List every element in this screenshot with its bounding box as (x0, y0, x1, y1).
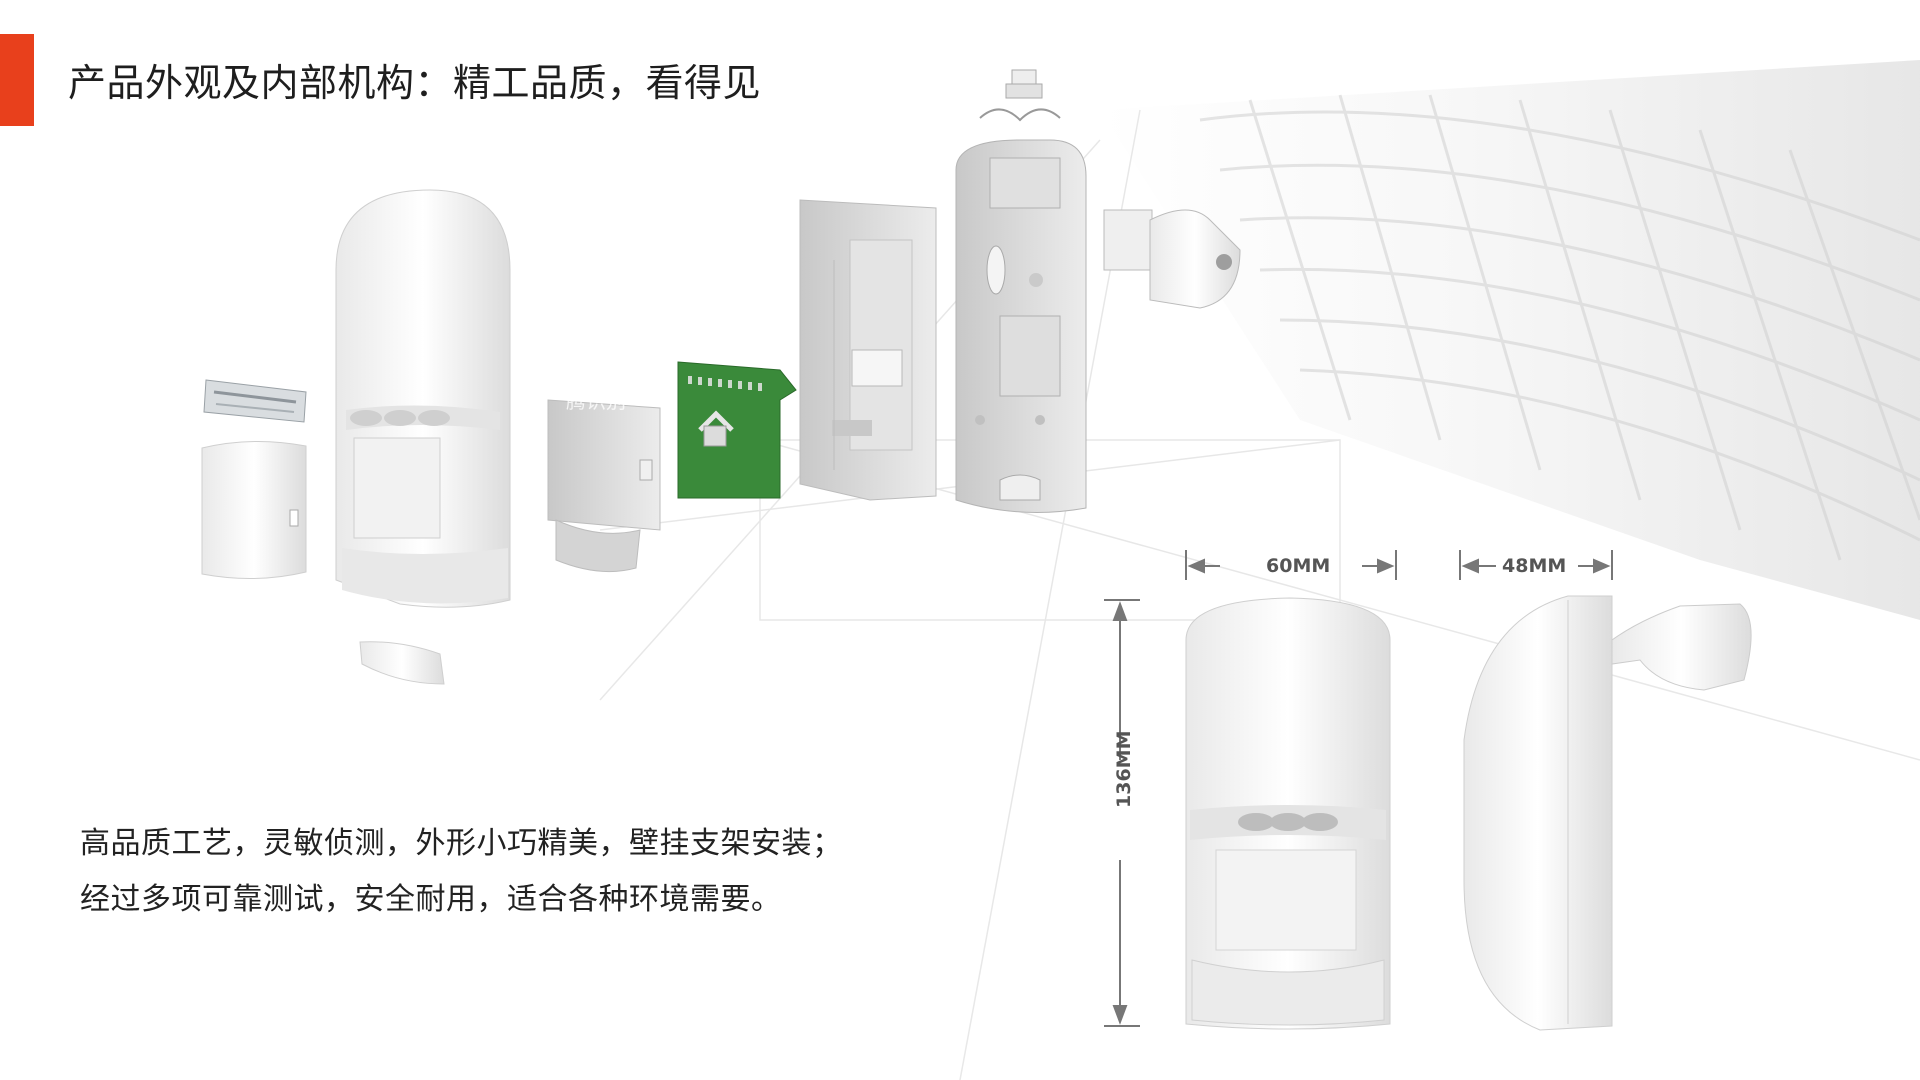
metal-spring-clip (203, 379, 307, 423)
back-cover (955, 139, 1087, 513)
tamper-switch (979, 69, 1061, 122)
assembled-side-view (1463, 595, 1752, 1031)
wall-bracket (1103, 209, 1241, 309)
bottom-snap-cap (359, 641, 445, 685)
width-front-label: 60MM (1266, 555, 1331, 577)
middle-frame (799, 199, 937, 501)
circuit-board (677, 361, 797, 499)
title-accent-bar (0, 34, 34, 126)
page-title: 产品外观及内部机构：精工品质，看得见 (68, 61, 762, 105)
description-line-1: 高品质工艺，灵敏侦测，外形小巧精美，壁挂支架安装； (80, 826, 843, 861)
width-side-label: 48MM (1502, 555, 1567, 577)
assembled-front-view (1185, 597, 1391, 1030)
description-line-2: 经过多项可靠测试，安全耐用，适合各种环境需要。 (80, 882, 782, 917)
lens-cover (201, 440, 307, 580)
watermark-text: 腾识别 (566, 389, 626, 413)
height-label: 136MM (1113, 730, 1135, 808)
front-housing (335, 189, 511, 608)
inner-lens-holder: 腾识别 (547, 389, 661, 573)
dimension-lines (1104, 550, 1613, 1027)
